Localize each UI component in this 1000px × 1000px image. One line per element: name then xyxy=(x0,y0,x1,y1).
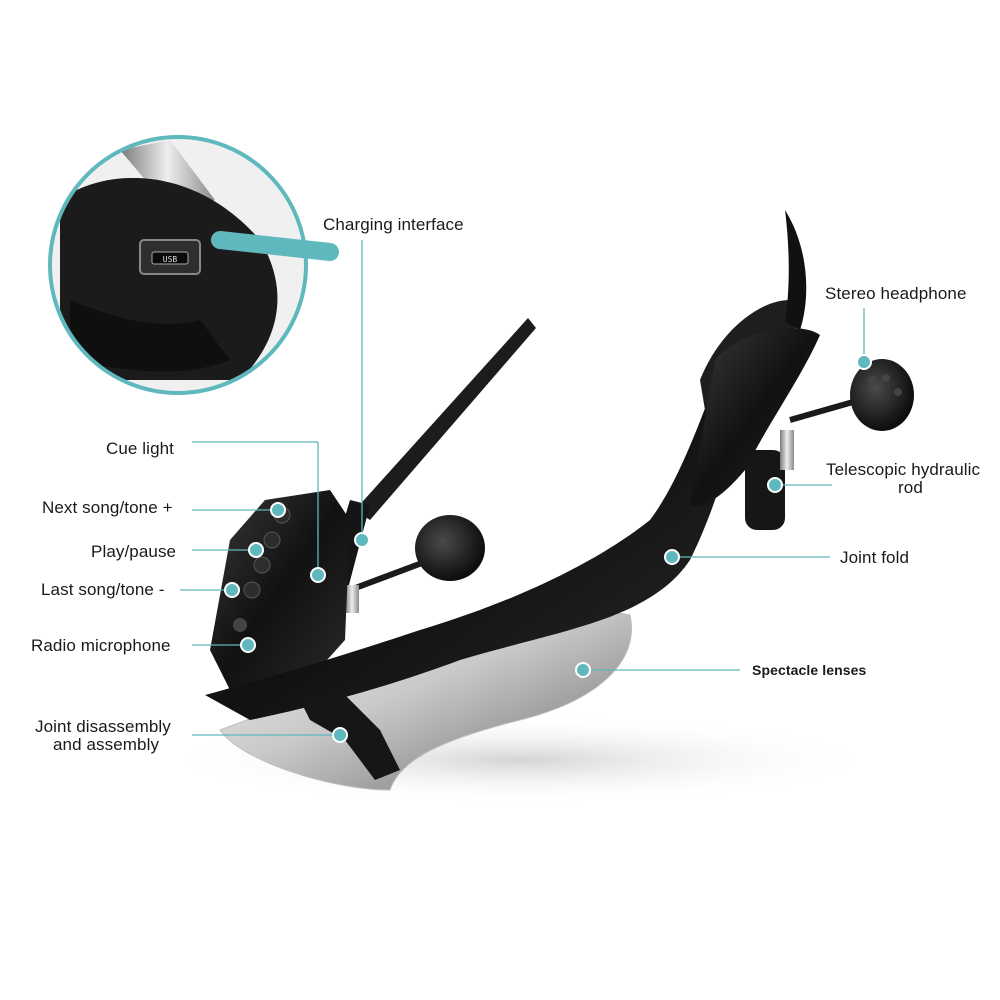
label-joint-disassembly-line2: and assembly xyxy=(53,735,160,754)
label-radio-microphone: Radio microphone xyxy=(31,636,171,655)
callout-dots xyxy=(224,354,872,743)
dot-charging xyxy=(354,532,370,548)
left-temple-arm xyxy=(355,318,536,520)
label-telescopic-line1: Telescopic hydraulic xyxy=(826,460,981,479)
dot-telescopic xyxy=(767,477,783,493)
dot-last-song xyxy=(224,582,240,598)
label-last-song: Last song/tone - xyxy=(41,580,165,599)
charging-zoom-inset: USB xyxy=(48,135,308,395)
label-charging-interface: Charging interface xyxy=(323,215,464,234)
callout-lines xyxy=(180,240,865,736)
label-cue-light: Cue light xyxy=(106,439,174,458)
label-joint-fold: Joint fold xyxy=(840,548,910,567)
label-stereo-headphone: Stereo headphone xyxy=(825,284,967,303)
dot-spectacle-lenses xyxy=(575,662,591,678)
dot-stereo-headphone xyxy=(856,354,872,370)
left-earphone xyxy=(345,515,485,613)
right-earphone xyxy=(789,359,914,431)
right-temple-arm xyxy=(690,210,820,530)
label-play-pause: Play/pause xyxy=(91,542,177,561)
dot-next-song xyxy=(270,502,286,518)
charging-pointer xyxy=(211,231,339,261)
dot-cue-light xyxy=(310,567,326,583)
dot-radio-mic xyxy=(240,637,256,653)
front-frame xyxy=(205,350,760,720)
label-joint-disassembly-line1: Joint disassembly xyxy=(35,717,171,736)
label-telescopic-line2: rod xyxy=(898,478,923,497)
label-spectacle-lenses: Spectacle lenses xyxy=(752,662,867,678)
usb-port-text: USB xyxy=(163,255,178,264)
label-next-song: Next song/tone + xyxy=(42,498,173,517)
dot-joint-fold xyxy=(664,549,680,565)
dot-play-pause xyxy=(248,542,264,558)
dot-joint-disassembly xyxy=(332,727,348,743)
